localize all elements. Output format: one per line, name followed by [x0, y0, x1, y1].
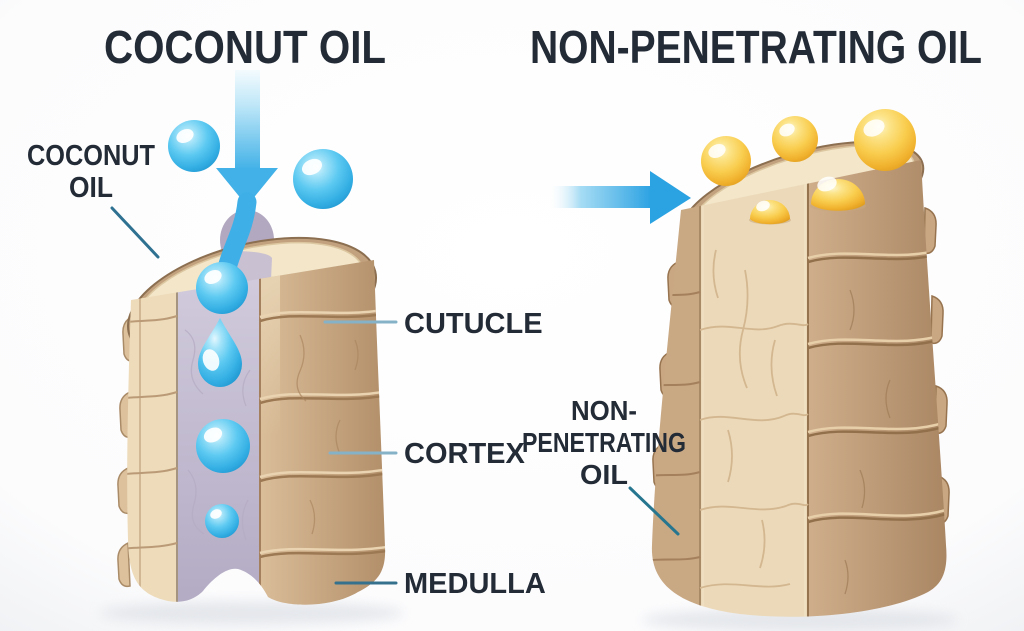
oil-droplet-yellow-sphere-mid: [772, 116, 818, 162]
left-diagram-penetrating: [100, 70, 404, 625]
medulla-label: MEDULLA: [404, 568, 546, 600]
left-title: COCONUT OIL: [104, 21, 386, 73]
non-penetrating-leader-line: [628, 486, 680, 536]
non-penetrating-label-line2: PENETRATING: [522, 427, 686, 458]
oil-droplet-blue-float-left: [168, 120, 220, 172]
left-shaft-body: [127, 260, 386, 605]
text-layer: COCONUT OIL NON-PENETRATING OIL COCONUT …: [27, 21, 982, 600]
down-arrow-icon: [216, 70, 278, 278]
non-penetrating-label-line3: OIL: [580, 459, 628, 490]
coconut-oil-leader-line: [110, 206, 160, 259]
oil-droplet-blue-float-right: [293, 149, 353, 209]
left-shaft-ground-shadow: [100, 601, 404, 625]
oil-droplet-yellow-dome-small: [749, 200, 791, 225]
cuticle-label: CUTUCLE: [404, 308, 543, 340]
oil-droplet-yellow-dome-large: [810, 176, 866, 212]
oil-droplet-yellow-sphere-right: [854, 109, 916, 171]
oil-droplet-blue-teardrop: [198, 318, 242, 387]
right-arrow-icon: [550, 171, 691, 224]
yellow-oil-droplets: [701, 109, 916, 225]
oil-droplet-yellow-sphere-left: [701, 136, 751, 186]
leader-lines: [110, 206, 680, 585]
right-title: NON-PENETRATING OIL: [530, 21, 982, 73]
coconut-oil-label-line2: OIL: [69, 172, 113, 204]
oil-droplet-blue-sphere-top: [196, 262, 248, 314]
oil-stream: [217, 192, 257, 278]
right-shaft-body: [651, 160, 947, 617]
non-penetrating-label-line1: NON-: [571, 395, 637, 426]
right-outer-cuticle-band: [808, 160, 947, 617]
right-front-band: [700, 160, 808, 617]
right-shaft-ground-shadow: [642, 608, 958, 631]
oil-droplet-blue-sphere-small: [205, 504, 239, 538]
oil-droplet-blue-sphere-mid: [196, 419, 250, 473]
coconut-oil-label-line1: COCONUT: [27, 140, 155, 172]
blue-oil-droplets: [168, 120, 353, 538]
cortex-label: CORTEX: [404, 438, 526, 470]
